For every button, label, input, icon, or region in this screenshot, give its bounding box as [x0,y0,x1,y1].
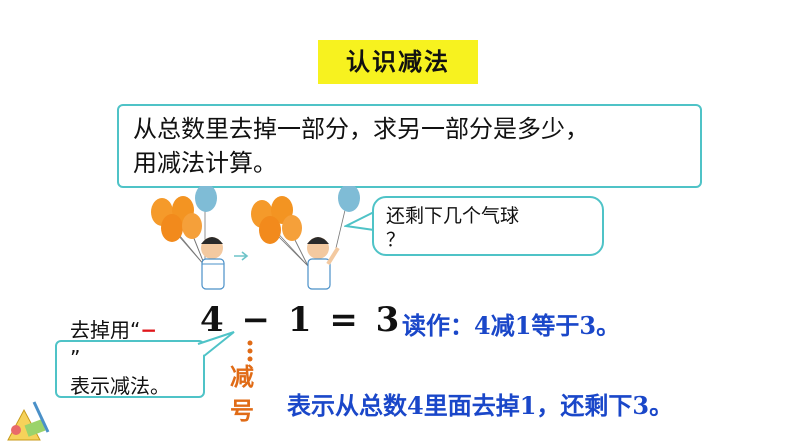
balloon-icon [259,216,281,244]
balloon-icon [161,214,183,242]
equation-reading: 读作：4减1等于3。 [402,311,621,340]
note-line-3: 表示减法。 [70,374,170,398]
pointer-dots [247,340,253,362]
definition-line-1: 从总数里去掉一部分，求另一部分是多少， [133,115,589,143]
right-arrow-icon [234,251,249,261]
definition-box: 从总数里去掉一部分，求另一部分是多少， 用减法计算。 [117,104,702,188]
lesson-title: 认识减法 [318,40,478,84]
definition-line-2: 用减法计算。 [133,149,277,177]
question-bubble: 还剩下几个气球 ？ [372,196,604,256]
math-tools-icon [7,401,50,441]
question-line-1: 还剩下几个气球 [386,205,520,227]
minus-sign-name: 减号 [230,363,254,425]
balloon-icon [195,186,217,212]
balloon-icon [182,213,202,239]
equation-meaning: 表示从总数4里面去掉1，还剩下3。 [287,391,674,420]
balloon-illustration [151,186,360,290]
note-line-1: 去掉用“ [70,318,141,342]
balloon-icon [338,186,360,212]
note-box [55,340,205,398]
question-line-2: ？ [386,229,406,251]
minus-sign: − [140,318,158,342]
bubble-tail [344,211,375,231]
note-text: 去掉用“− ” 表示减法。 [70,316,230,400]
note-line-2: ” [70,346,81,370]
balloon-icon [282,215,302,241]
note-tail [197,331,235,357]
